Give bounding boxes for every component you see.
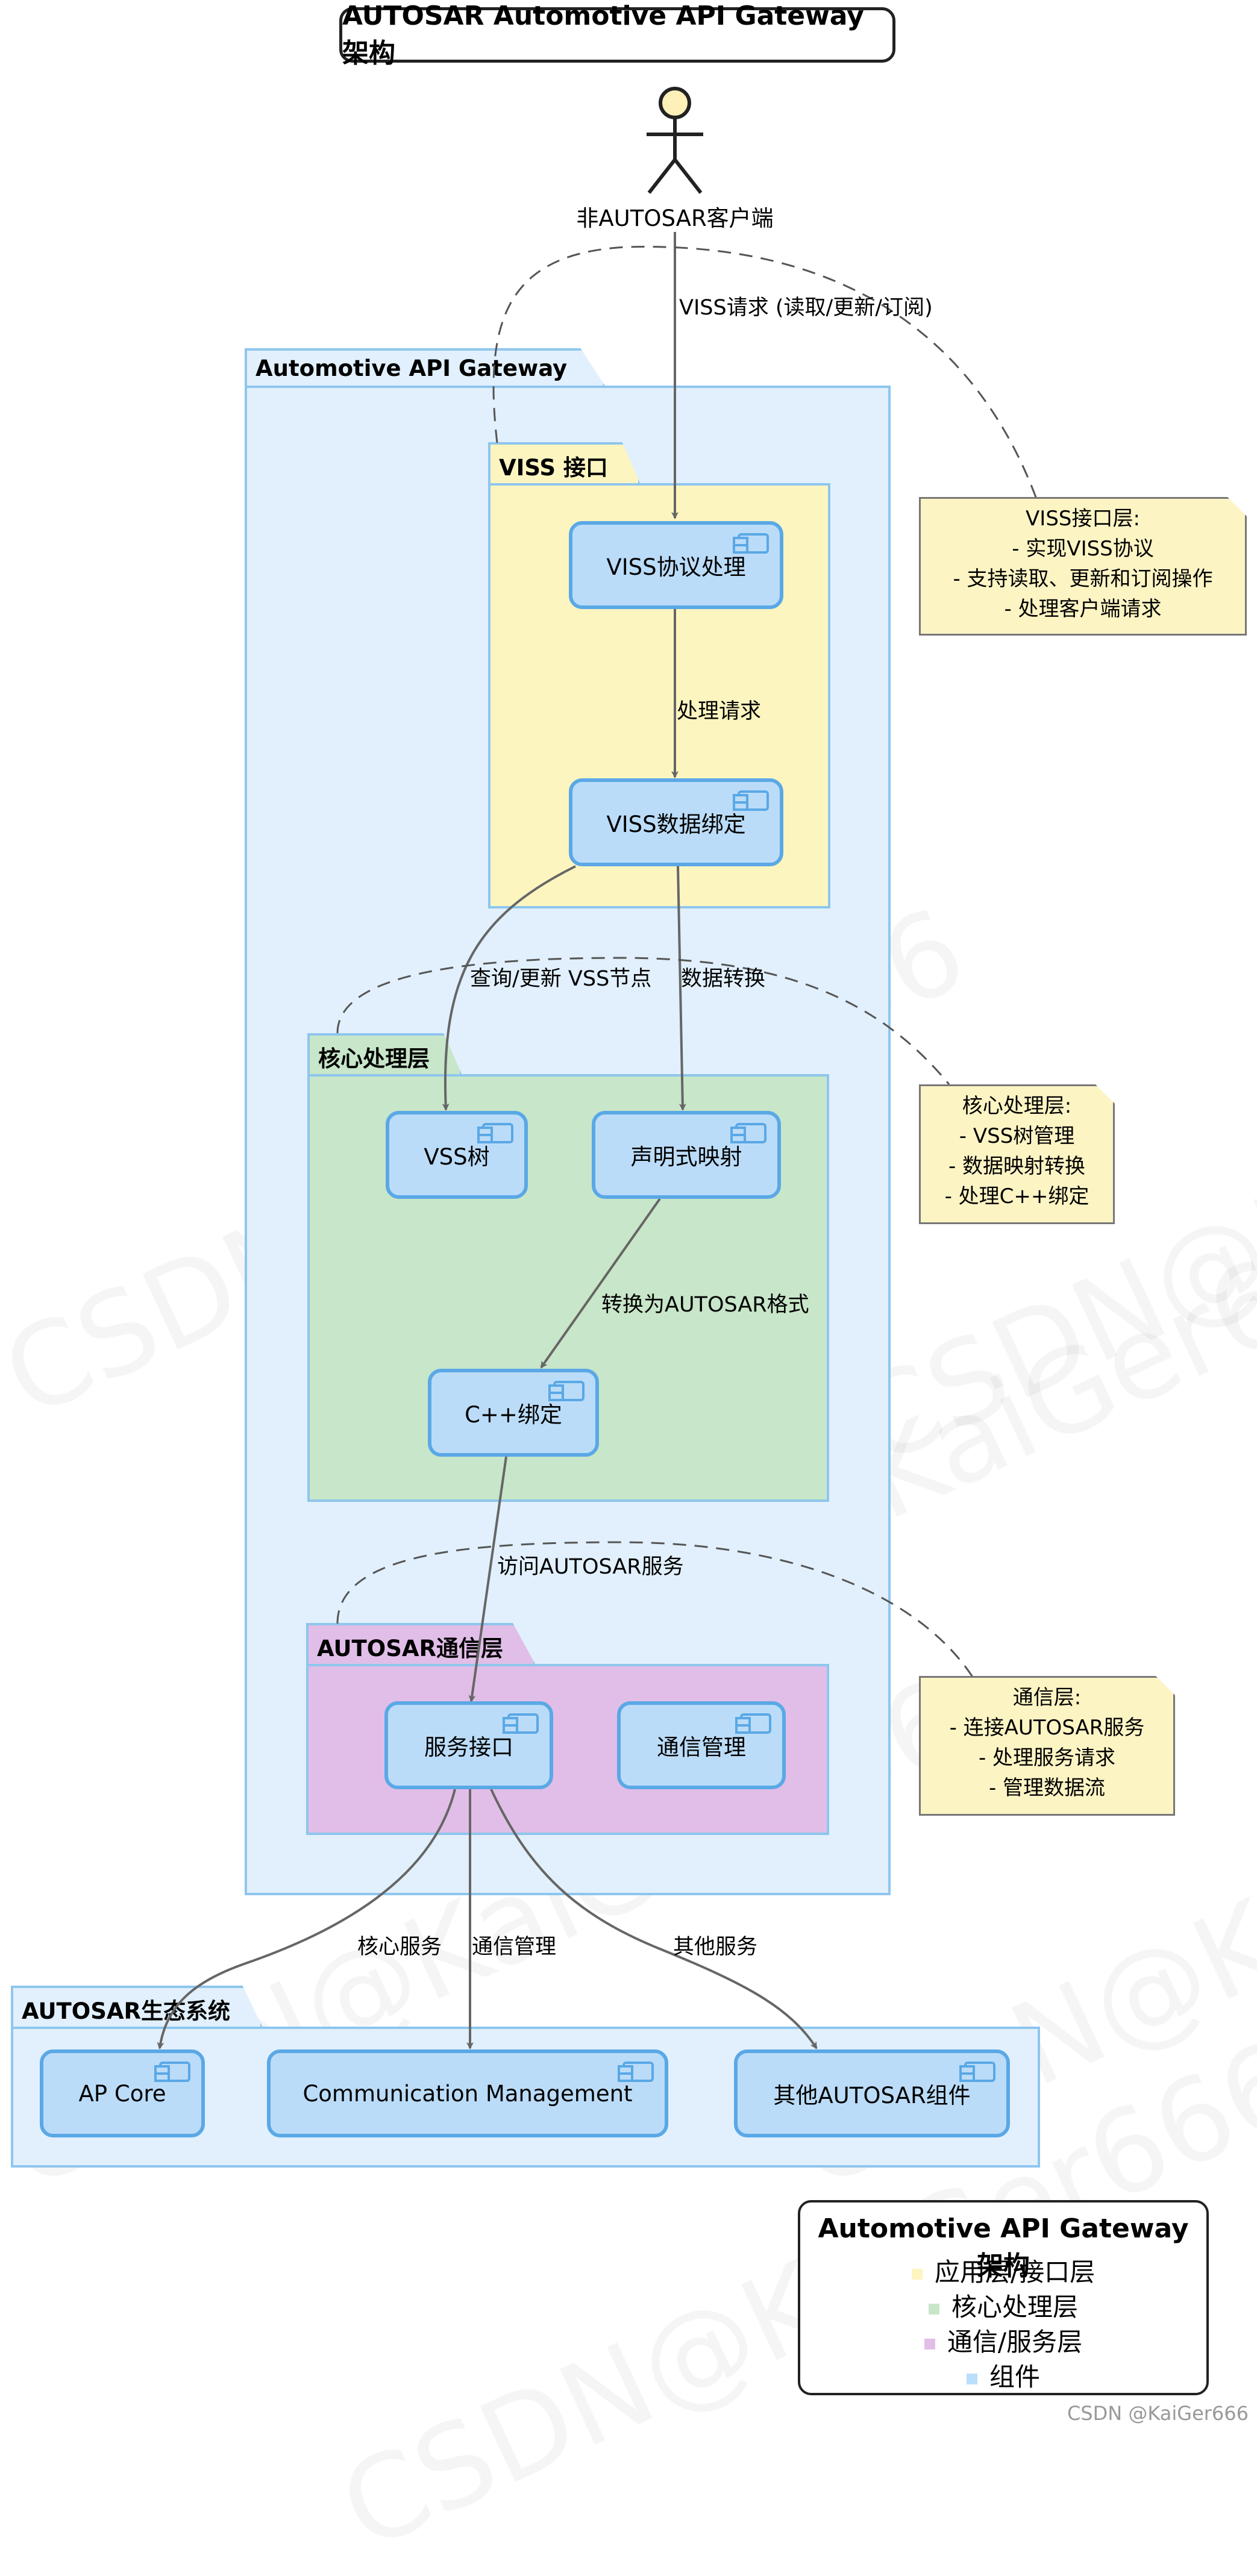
component-icon [730, 1123, 766, 1143]
legend-swatch [911, 2268, 923, 2280]
component-comm-mgmt[interactable]: 通信管理 [617, 1701, 786, 1789]
actor-icon [647, 87, 703, 194]
edge-label-data-convert: 数据转换 [681, 967, 766, 991]
edge-label-process-request: 处理请求 [677, 699, 762, 724]
legend-item: 应用层/接口层 [800, 2252, 1206, 2289]
component-icon [154, 2062, 190, 2082]
component-viss-protocol[interactable]: VISS协议处理 [569, 521, 783, 609]
component-communication-management[interactable]: Communication Management [267, 2049, 668, 2137]
note-comm: 通信层: - 连接AUTOSAR服务 - 处理服务请求 - 管理数据流 [919, 1676, 1175, 1816]
component-icon [733, 790, 769, 811]
component-icon [959, 2062, 995, 2082]
component-declarative-mapping[interactable]: 声明式映射 [592, 1111, 781, 1199]
legend-title: Automotive API Gateway 架构 [818, 2213, 1189, 2281]
edge-label-query-update: 查询/更新 VSS节点 [470, 967, 652, 991]
legend-swatch [966, 2373, 977, 2384]
edge-label-other-service: 其他服务 [673, 1935, 758, 1959]
component-icon [618, 2062, 654, 2082]
edge-label-viss-request: VISS请求 (读取/更新/订阅) [679, 296, 933, 320]
component-viss-binding[interactable]: VISS数据绑定 [569, 778, 783, 866]
component-icon [735, 1713, 771, 1734]
package-gateway-tab: Automotive API Gateway [245, 348, 606, 387]
component-icon [548, 1381, 585, 1401]
legend-swatch [928, 2303, 939, 2315]
component-icon [733, 533, 769, 554]
component-other-autosar[interactable]: 其他AUTOSAR组件 [734, 2049, 1010, 2137]
edge-label-access-autosar: 访问AUTOSAR服务 [497, 1555, 684, 1579]
component-icon [503, 1713, 539, 1734]
component-vss-tree[interactable]: VSS树 [386, 1111, 528, 1199]
legend-swatch [924, 2338, 935, 2349]
note-core: 核心处理层: - VSS树管理 - 数据映射转换 - 处理C++绑定 [919, 1084, 1115, 1224]
component-service-interface[interactable]: 服务接口 [384, 1701, 553, 1789]
connectors [157, 232, 1038, 2049]
legend-item: 核心处理层 [800, 2287, 1206, 2324]
package-core-tab: 核心处理层 [307, 1033, 462, 1075]
edge-label-comm-management: 通信管理 [472, 1935, 557, 1959]
package-comm-tab: AUTOSAR通信层 [306, 1623, 536, 1665]
legend-item: 组件 [800, 2357, 1206, 2393]
legend-item: 通信/服务层 [800, 2322, 1206, 2359]
edge-label-to-autosar: 转换为AUTOSAR格式 [601, 1293, 809, 1317]
edge-label-core-service: 核心服务 [357, 1935, 442, 1959]
component-ap-core[interactable]: AP Core [40, 2049, 205, 2137]
package-ecosystem-tab: AUTOSAR生态系统 [11, 1986, 263, 2028]
actor-label: 非AUTOSAR客户端 [576, 205, 774, 231]
note-viss: VISS接口层: - 实现VISS协议 - 支持读取、更新和订阅操作 - 处理客… [919, 497, 1247, 636]
component-icon [477, 1123, 513, 1143]
legend: Automotive API Gateway 架构 应用层/接口层 核心处理层 … [798, 2200, 1209, 2395]
credit-text: CSDN @KaiGer666 [1067, 2402, 1249, 2425]
package-viss-tab: VISS 接口 [488, 442, 641, 484]
component-cpp-binding[interactable]: C++绑定 [428, 1369, 599, 1457]
